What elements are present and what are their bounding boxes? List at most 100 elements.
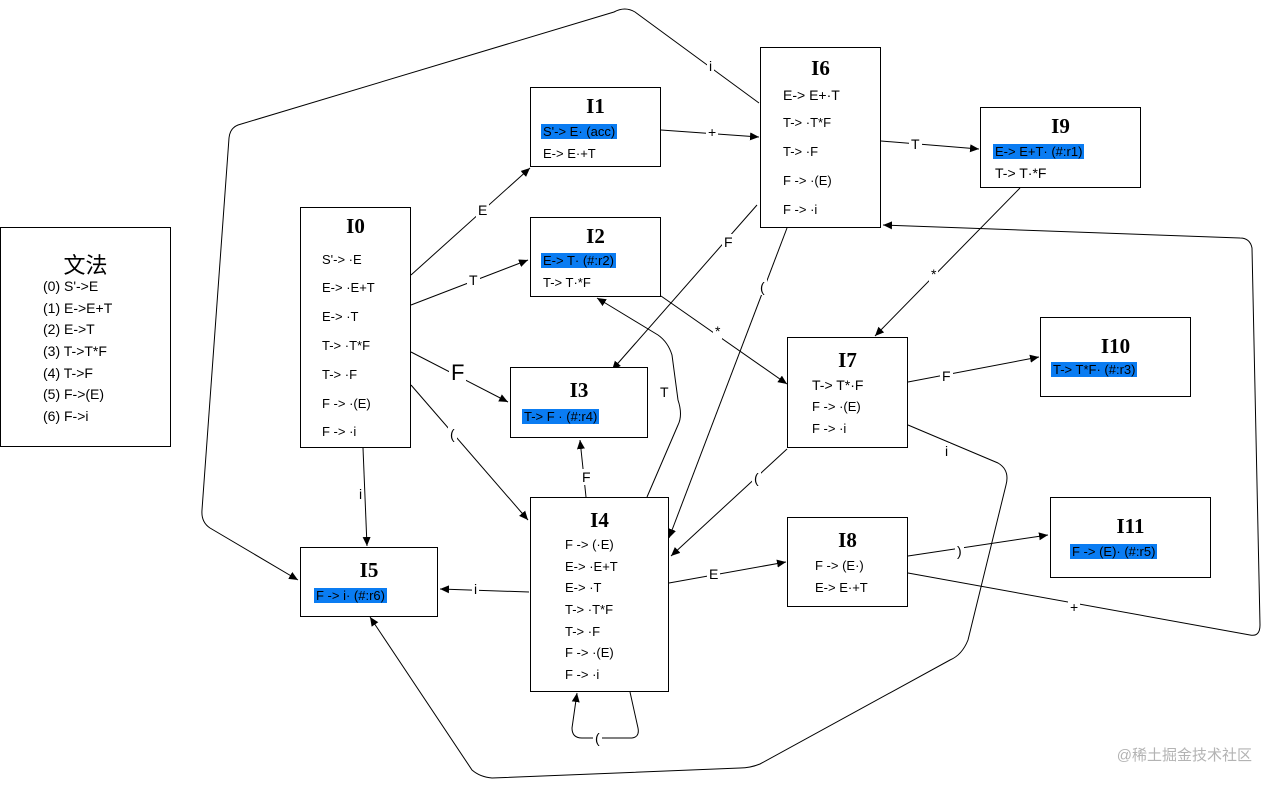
state-title: I11 [1116,514,1145,538]
edge-I6-I9 [880,140,980,153]
edge-label-I0-I5: i [357,486,365,502]
state-item: E-> ·E+T [322,280,375,295]
edge-I9-I7 [874,187,1021,337]
state-title: I3 [569,378,589,402]
state-item: S'-> ·E [322,252,362,267]
state-item: T-> ·F [322,367,358,382]
state-item: T-> ·F [783,144,819,159]
edge-label-I7-I4: ( [752,470,761,486]
state-I6: I6 E-> E+·T T-> ·T*F T-> ·F F -> ·(E) F … [760,47,881,228]
edge-I0-I1 [410,167,531,276]
edge-I4-I3 [576,439,587,498]
grammar-rule: (2) E->T [43,321,95,337]
highlighted-item: E-> T· (#:r2) [541,253,616,268]
state-item: F -> ·(E) [565,645,614,660]
highlighted-item: F -> i· (#:r6) [314,588,387,603]
state-title: I7 [838,348,857,372]
state-item: E-> ·T [565,580,602,595]
edge-I4-I8 [668,559,787,584]
state-title: I1 [586,94,605,118]
edge-I8-I11 [907,532,1049,557]
state-I0: I0 S'-> ·E E-> ·E+T E-> ·T T-> ·T*F T-> … [300,207,411,448]
edge-I6-I5 [201,8,760,581]
state-item: F -> ·i [322,424,357,439]
state-item: E-> E·+T [815,580,868,595]
state-I2: I2 E-> T· (#:r2) T-> T·*F [530,217,661,297]
state-I9: I9 E-> E+T· (#:r1) T-> T·*F [980,107,1141,188]
edge-I7-I4 [670,448,788,557]
state-title: I6 [811,56,830,80]
edge-I7-I10 [907,354,1040,383]
edge-label-I8-I11: ) [955,543,964,559]
edge-label-I9-I7: * [929,266,939,282]
state-I10: I10 T-> T*F· (#:r3) [1040,317,1191,397]
grammar-title: 文法 [63,254,108,279]
edge-label-I4-I5: i [472,581,480,597]
state-title: I4 [590,508,609,532]
state-item: F -> (E·) [815,558,864,573]
highlighted-item: T-> T*F· (#:r3) [1051,362,1138,377]
edge-I0-I4 [410,384,529,521]
edge-I6-I4 [668,227,788,539]
state-title: I9 [1051,114,1070,138]
state-I1: I1 S'-> E· (acc) E-> E·+T [530,87,661,167]
state-item: F -> ·(E) [322,396,371,411]
highlighted-item: F -> (E)· (#:r5) [1070,544,1158,559]
state-title: I8 [838,528,857,552]
edge-label-I6-I3: F [722,234,735,250]
state-I8: I8 F -> (E·) E-> E·+T [787,517,908,607]
grammar-rule: (5) F->(E) [43,386,105,402]
state-item: E-> E·+T [543,146,596,161]
grammar-rule: (0) S'->E [43,278,99,294]
edge-label-I7-I10: F [940,368,953,384]
state-title: I10 [1100,334,1131,358]
edge-label-I0-I2: T [467,272,480,288]
edge-I0-I5 [362,447,371,547]
state-item: E-> ·T [322,309,359,324]
grammar-rule: (1) E->E+T [43,300,113,316]
grammar-box: 文法 (0) S'->E (1) E->E+T (2) E->T (3) T->… [0,227,171,447]
state-title: I2 [586,224,605,248]
edge-label-I0-I1: E [476,202,490,218]
state-item: T-> ·F [565,624,601,639]
edge-I8-I6 [882,221,1261,636]
edge-label-I7-I5: i [943,443,951,459]
state-item: T-> ·T*F [565,602,614,617]
state-item: F -> ·(E) [783,173,832,188]
grammar-rule: (3) T->T*F [43,343,107,359]
state-item: F -> ·i [783,202,818,217]
state-title: I0 [346,214,365,238]
edge-I6-I3 [611,204,758,371]
edge-I4-I2 [596,297,681,498]
state-item: T-> T*·F [812,377,864,393]
edge-label-I4-I3: F [580,469,593,485]
state-item: F -> ·i [812,421,847,436]
edge-label-I6-I5: i [707,58,715,74]
edge-I7-I5 [369,424,1008,779]
state-item: E-> ·E+T [565,559,618,574]
state-item: T-> ·T*F [783,115,832,130]
grammar-rule: (4) T->F [43,365,93,381]
state-item: F -> ·(E) [812,399,861,414]
state-item: E-> E+·T [783,87,840,103]
edge-label-I6-I9: T [909,136,922,152]
state-item: F -> (·E) [565,537,614,552]
edge-label-I4-I4: ( [593,730,602,746]
state-I3: I3 T-> F · (#:r4) [510,367,648,438]
highlighted-item: S'-> E· (acc) [541,124,618,139]
state-title: I5 [359,558,379,582]
edge-label-I4-I8: E [707,566,721,582]
state-I4: I4 F -> (·E) E-> ·E+T E-> ·T T-> ·T*F T-… [530,497,669,692]
watermark: @稀土掘金技术社区 [1116,747,1252,764]
highlighted-item: T-> F · (#:r4) [522,409,600,424]
edge-I4-I5 [439,585,530,594]
state-item: T-> ·T*F [322,338,371,353]
edge-label-I6-I4: ( [758,279,767,295]
edge-I4-I4 [571,691,639,739]
state-item: F -> ·i [565,667,600,682]
edge-label-I1-I6: + [706,124,719,140]
edge-label-I4-I2: T [658,384,671,400]
edge-label-I0-I3: F [449,360,467,385]
highlighted-item: E-> E+T· (#:r1) [993,144,1085,159]
